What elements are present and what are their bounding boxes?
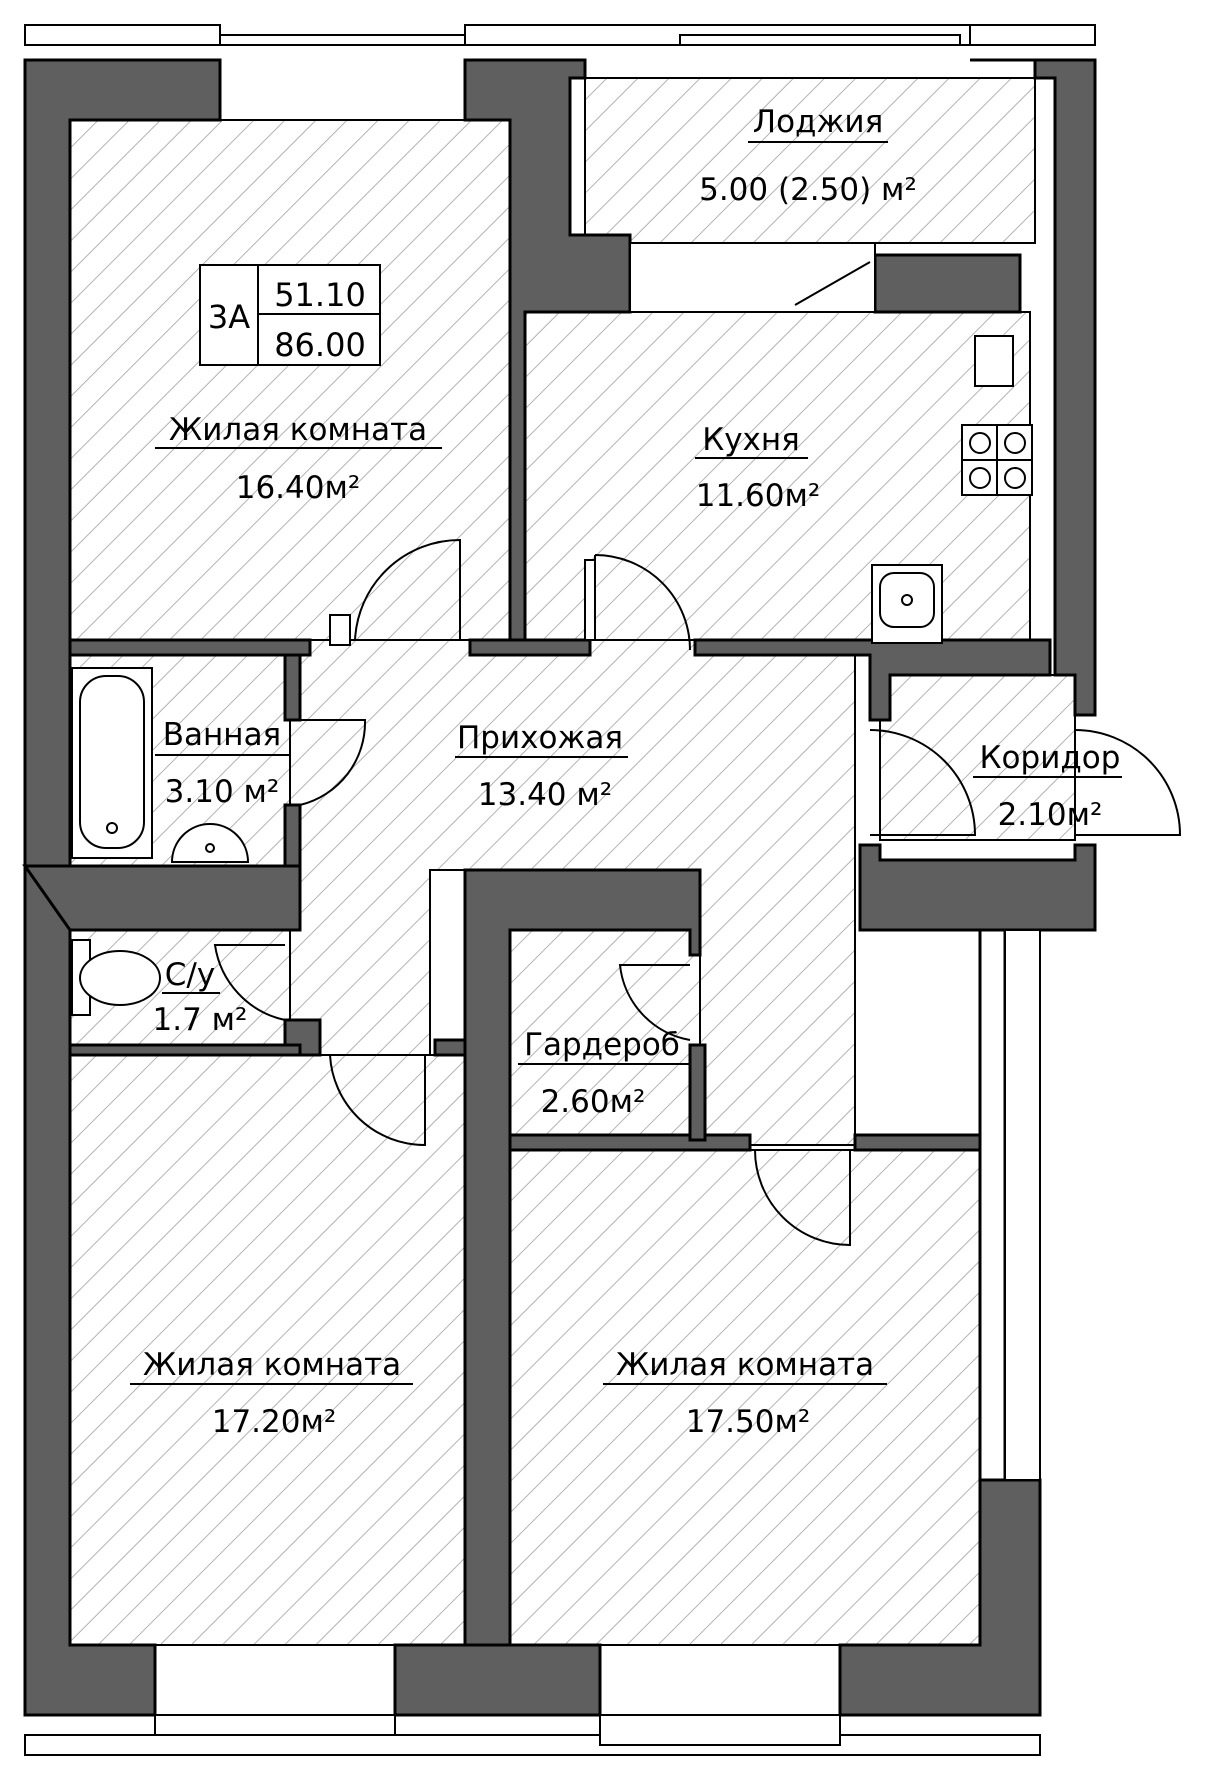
room-wardrobe-name: Гардероб [524,1027,680,1063]
room-living1-area: 16.40м² [236,470,361,506]
room-living2-area: 17.20м² [212,1404,337,1440]
room-bathroom-name: Ванная [163,717,281,753]
ventilation-shaft-icon [974,335,1014,387]
room-hallway-name: Прихожая [457,720,623,756]
windows [24,24,1096,1756]
room-loggia-area: 5.00 (2.50) м² [699,172,917,208]
room-living2-floor [69,1054,466,1646]
room-wc-area: 1.7 м² [153,1002,248,1038]
room-kitchen-name: Кухня [702,422,800,458]
room-labels: Жилая комната 16.40м² Лоджия 5.00 (2.50)… [130,104,1122,1440]
room-living1-name: Жилая комната [169,412,427,448]
room-wc-name: С/у [165,957,215,993]
room-loggia-name: Лоджия [753,104,883,140]
fixtures [71,335,1033,1016]
room-corridor-name: Коридор [980,740,1121,776]
apartment-type: 3А [208,298,250,336]
room-corridor-floor [879,674,1076,841]
room-living3-name: Жилая комната [616,1347,874,1383]
apartment-stamp: 3А 51.10 86.00 [199,264,381,366]
walls [22,58,1097,1717]
room-hallway-area: 13.40 м² [478,777,612,813]
room-living2-name: Жилая комната [143,1347,401,1383]
room-living3-area: 17.50м² [686,1404,811,1440]
room-loggia-floor [584,77,1036,244]
apartment-total-area: 86.00 [274,326,366,364]
room-living1-floor [69,119,511,646]
room-living3-floor [509,1149,981,1646]
room-wardrobe-area: 2.60м² [541,1084,646,1120]
room-corridor-area: 2.10м² [998,797,1103,833]
doors [213,538,1182,1247]
apartment-living-area: 51.10 [274,276,366,314]
room-kitchen-area: 11.60м² [696,478,821,514]
room-bathroom-area: 3.10 м² [165,774,280,810]
